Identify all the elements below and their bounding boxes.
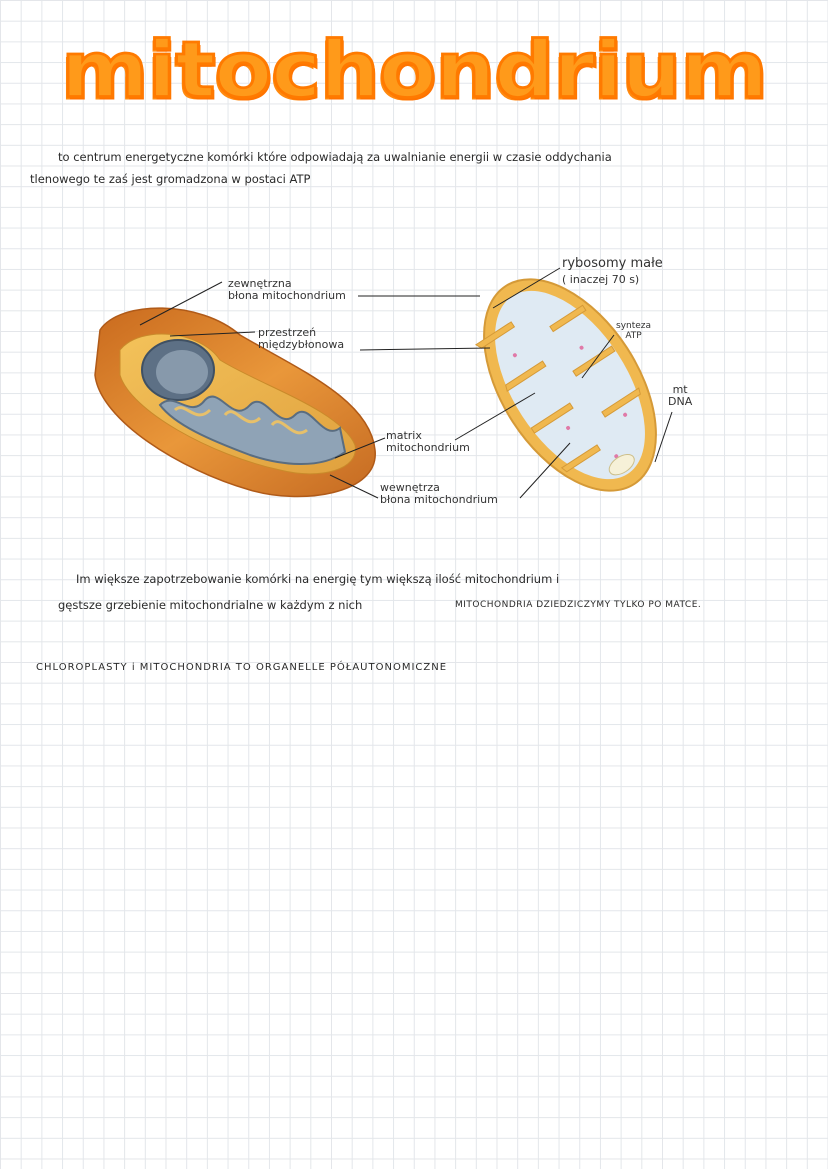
- label-inner-membrane: wewnętrza błona mitochondrium: [380, 481, 498, 506]
- intro-line-2: tlenowego te zaś jest gromadzona w posta…: [30, 172, 311, 186]
- label-outer-membrane: zewnętrzna błona mitochondrium: [228, 277, 346, 302]
- leader-lines: [139, 267, 673, 499]
- mitochondrion-3d: [94, 307, 376, 498]
- label-matrix: matrix mitochondrium: [386, 429, 470, 454]
- paragraph-2-line-2a: gęstsze grzebienie mitochondrialne w każ…: [58, 598, 363, 612]
- paragraph-2-line-2b: MITOCHONDRIA DZIEDZICZYMY TYLKO PO MATCE…: [455, 600, 702, 610]
- intro-line-1: to centrum energetyczne komórki które od…: [58, 150, 612, 164]
- label-mt-dna: mt DNA: [668, 383, 693, 408]
- label-intermembrane-space: przestrzeń międzybłonowa: [258, 326, 345, 351]
- page-title: mitochondrium: [60, 24, 770, 116]
- label-atp-synthesis: synteza ATP: [616, 321, 652, 341]
- label-ribosomes: rybosomy małe ( inaczej 70 s): [562, 256, 663, 286]
- paragraph-2-line-1: Im większe zapotrzebowanie komórki na en…: [76, 572, 560, 586]
- mitochondrion-diagram: [94, 267, 673, 499]
- paragraph-3: CHLOROPLASTY i MITOCHONDRIA TO ORGANELLE…: [36, 662, 448, 673]
- mitochondrion-section: [474, 278, 657, 492]
